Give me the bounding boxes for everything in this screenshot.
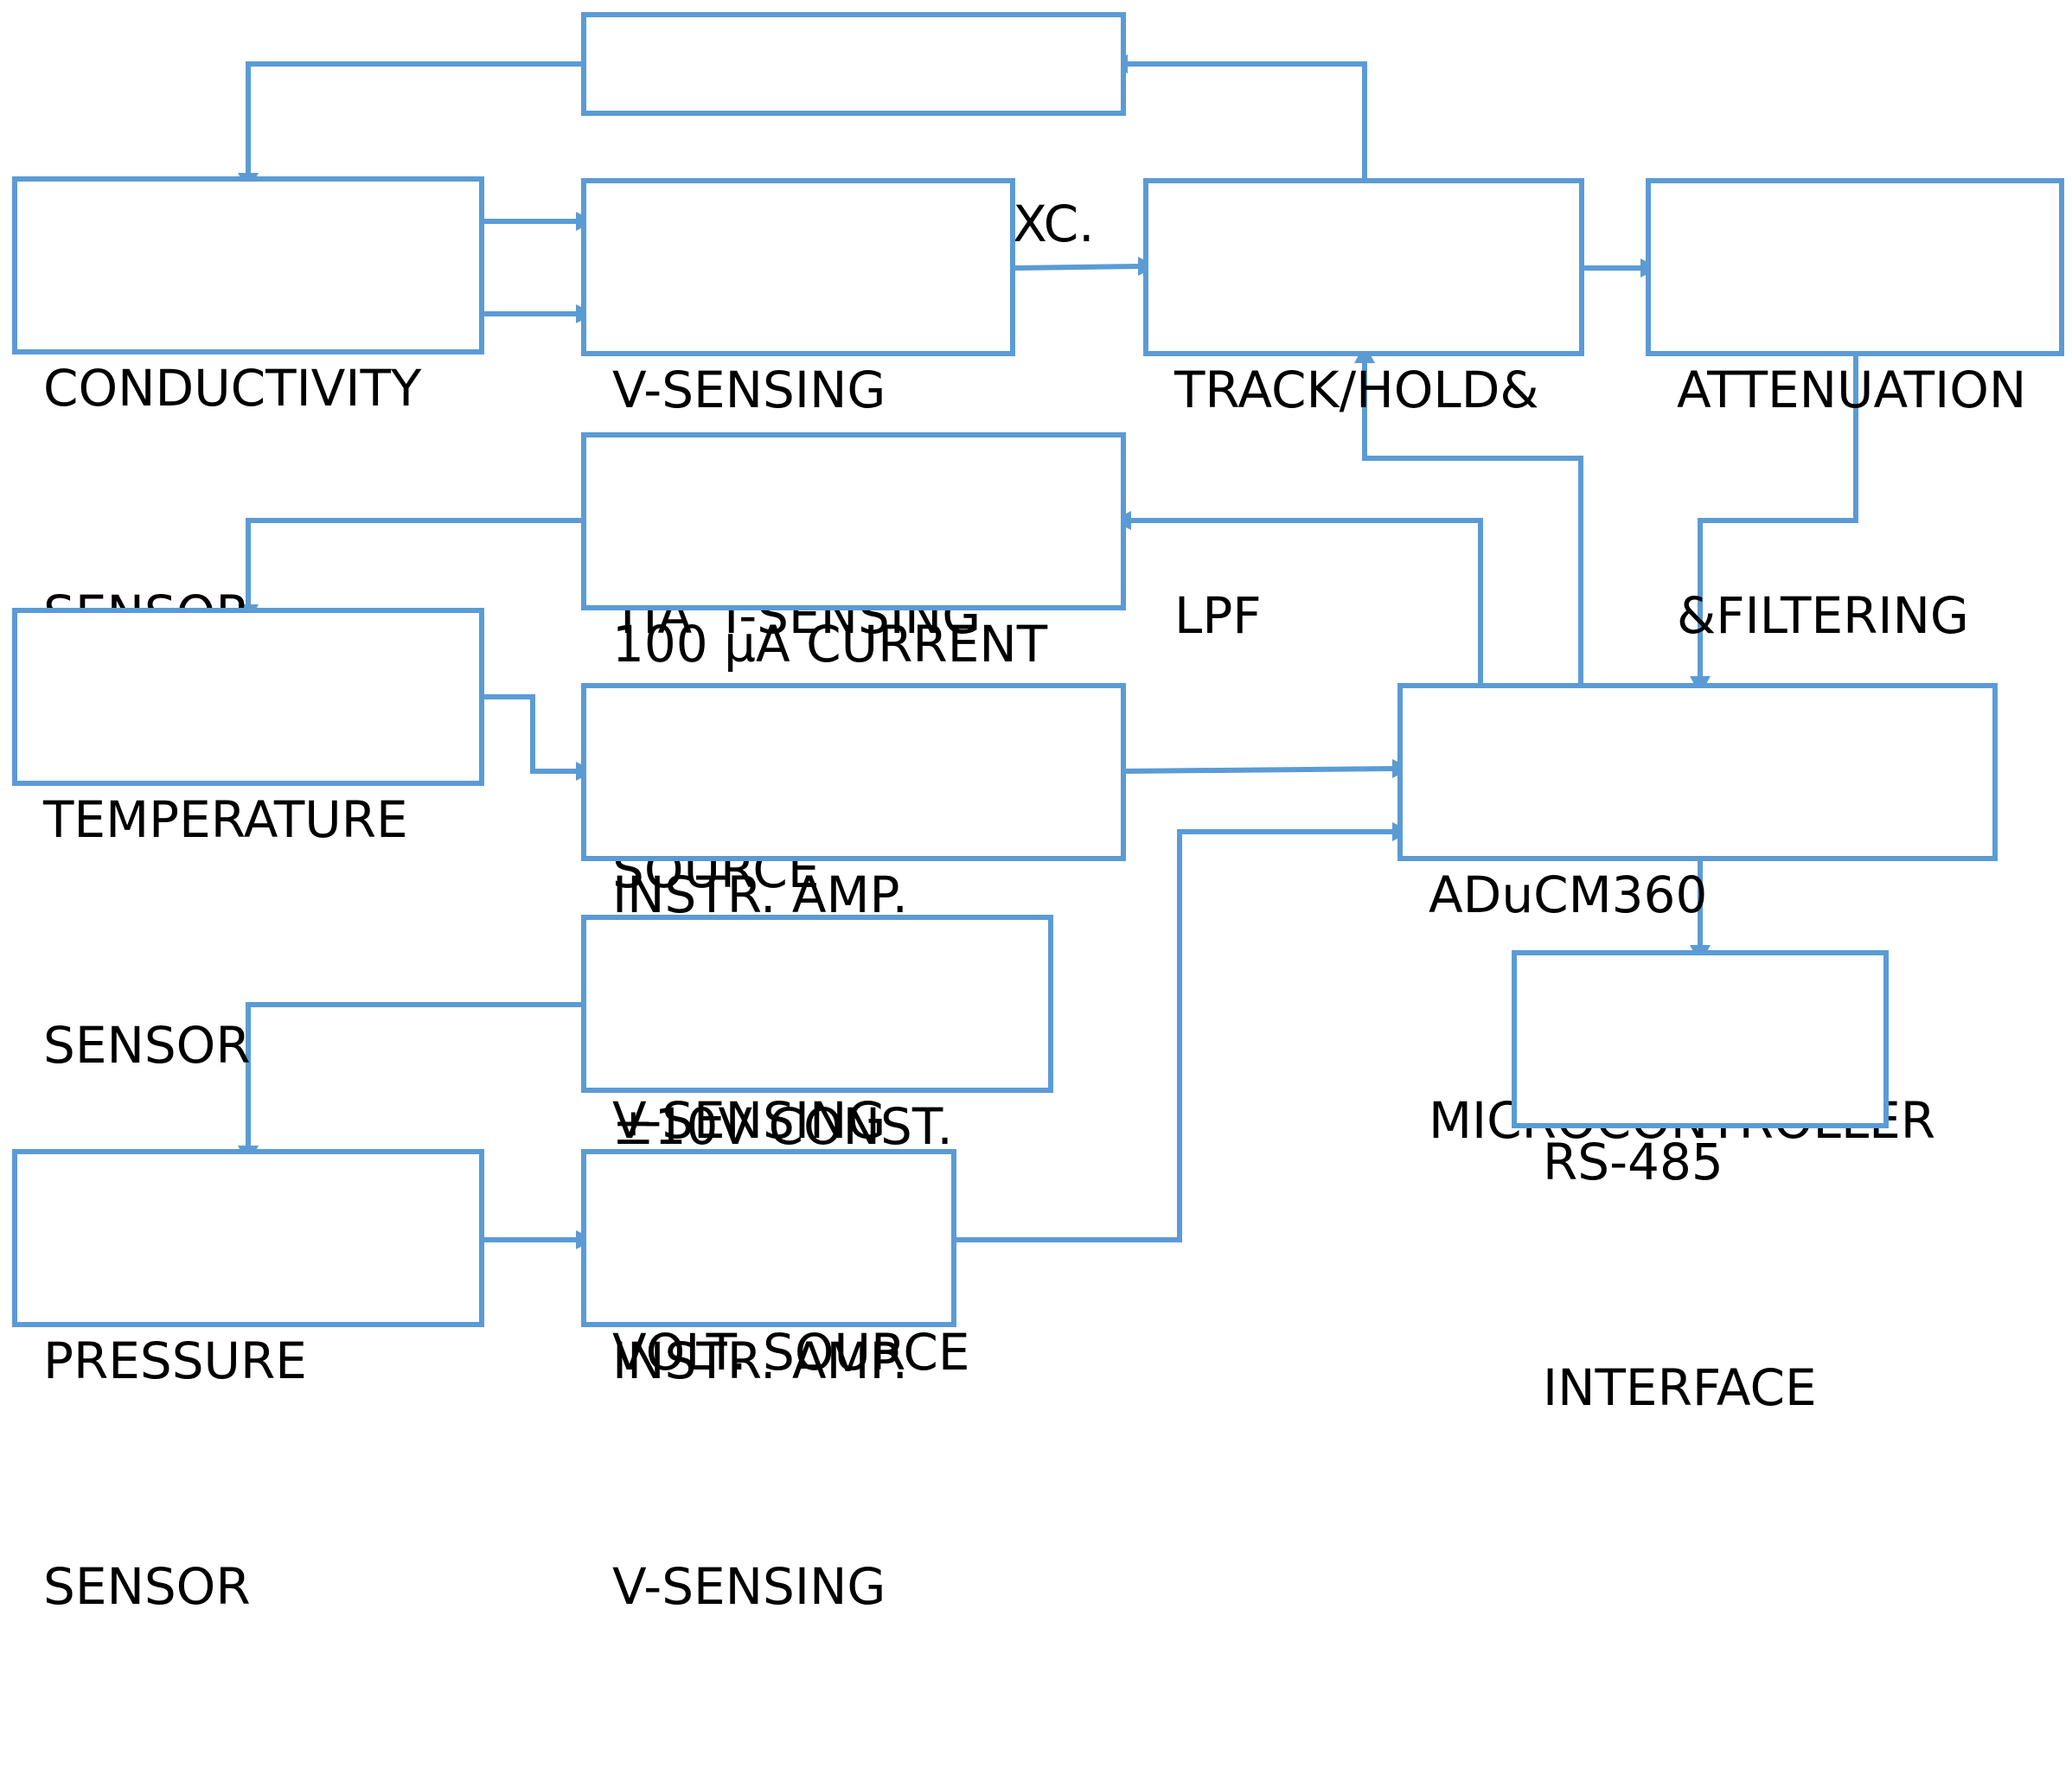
trackhold-label-line-1: TRACK/HOLD& — [1174, 361, 1539, 419]
instr-amp-pressure-block: INSTR. AMP. V-SENSING — [581, 1149, 956, 1616]
conductivity-sensor-block: CONDUCTIVITY SENSOR — [12, 176, 484, 643]
block-diagram: SQUAREWAVE EXC. CONDUCTIVITY SENSOR V-SE… — [12, 12, 2064, 1616]
tia-sensing-block: V-SENSING TIA I-SENSING — [581, 178, 1015, 645]
connector-lines — [238, 54, 1858, 1249]
arrow-volt-source-to-pressure — [246, 1002, 581, 1146]
arrow-instr-amp-press-to-mcu — [956, 829, 1394, 1242]
conductivity-label-line-1: CONDUCTIVITY — [43, 359, 422, 418]
instr-amp-temp-label-line-2: V-SENSING — [612, 1091, 886, 1150]
arrow-tia-to-trackhold — [1014, 264, 1141, 271]
attenuation-label-line-2: &FILTERING — [1677, 586, 1969, 645]
arrow-temperature-to-instr-amp — [484, 694, 578, 774]
instr-amp-temp-label-line-1: INSTR. AMP. — [612, 865, 908, 924]
arrow-current-source-to-temperature — [246, 518, 581, 604]
attenuation-filtering-block: ATTENUATION &FILTERING — [1646, 178, 2064, 645]
temperature-label-line-1: TEMPERATURE — [43, 790, 408, 849]
pressure-sensor-block: PRESSURE SENSOR — [12, 1149, 484, 1616]
arrow-mcu-to-current-source — [1129, 518, 1483, 686]
pressure-label-line-1: PRESSURE — [43, 1331, 307, 1390]
arrow-squarewave-to-conductivity — [246, 61, 581, 173]
temperature-label-line-2: SENSOR — [43, 1016, 251, 1075]
rs485-label-line-2: INTERFACE — [1543, 1358, 1817, 1417]
rs485-interface-block: RS-485 INTERFACE — [1512, 950, 1889, 1417]
instr-amp-press-label-line-2: V-SENSING — [612, 1557, 886, 1616]
attenuation-label-line-1: ATTENUATION — [1677, 361, 2027, 419]
voltage-source-block: ±10V CONST. VOLT. SOURCE — [581, 915, 1053, 1382]
squarewave-excitation-block: SQUAREWAVE EXC. — [581, 12, 1126, 253]
rs485-label-line-1: RS-485 — [1543, 1133, 1723, 1191]
instr-amp-temperature-block: INSTR. AMP. V-SENSING — [581, 683, 1126, 1150]
current-source-block: 100 µA CURRENT SOURCE — [581, 432, 1126, 899]
current-source-label-line-1: 100 µA CURRENT — [612, 615, 1048, 674]
track-hold-lpf-block: TRACK/HOLD& LPF — [1143, 178, 1584, 645]
volt-source-label-line-1: ±10V CONST. — [612, 1097, 953, 1156]
arrow-mcu-to-trackhold — [1362, 361, 1583, 686]
microcontroller-block: ADuCM360 MICROCONTROLLER — [1397, 683, 1998, 1150]
instr-amp-press-label-line-1: INSTR. AMP. — [612, 1331, 908, 1390]
arrow-trackhold-to-squarewave — [1126, 61, 1367, 178]
mcu-label-line-1: ADuCM360 — [1429, 865, 1708, 924]
pressure-label-line-2: SENSOR — [43, 1557, 251, 1616]
temperature-sensor-block: TEMPERATURE SENSOR — [12, 608, 484, 1075]
trackhold-label-line-2: LPF — [1174, 586, 1262, 645]
tia-label-line-1: V-SENSING — [612, 361, 886, 419]
arrow-attenuation-to-mcu — [1698, 354, 1858, 678]
arrow-instr-amp-to-mcu — [1123, 766, 1395, 774]
